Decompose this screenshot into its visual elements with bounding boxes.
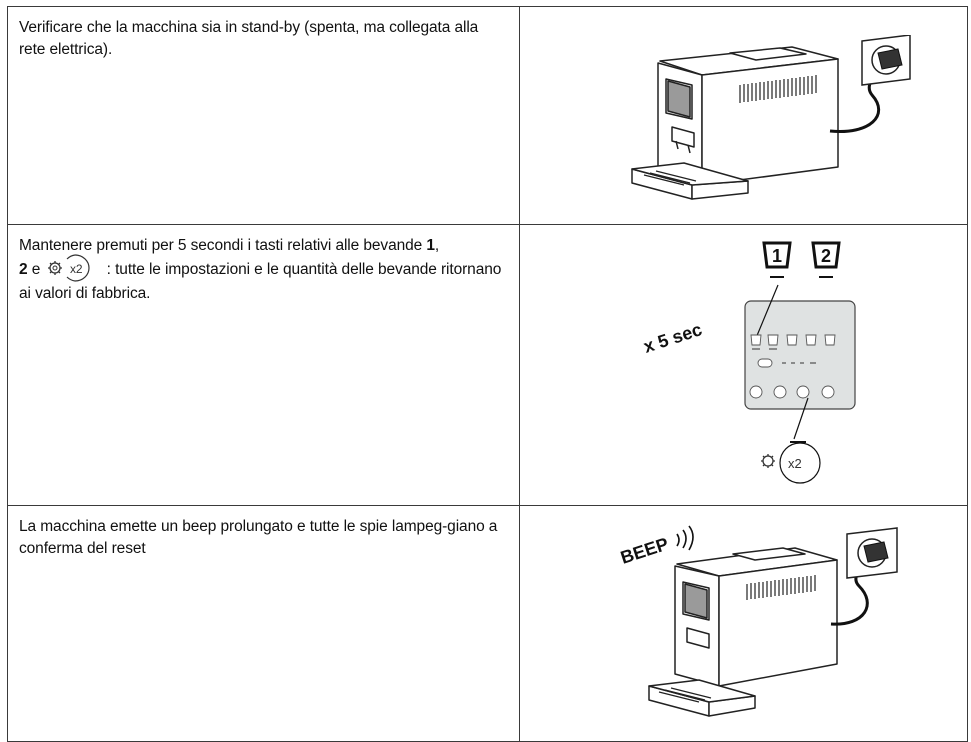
step-2-text: Mantenere premuti per 5 secondi i tasti … (7, 224, 520, 506)
coffee-machine-plugged-in-icon (631, 35, 911, 200)
step-row-1: Verificare che la macchina sia in stand-… (7, 6, 968, 225)
step-3-text: La macchina emette un beep prolungato e … (7, 505, 520, 742)
step-1-text: Verificare che la macchina sia in stand-… (7, 6, 520, 225)
coffee-machine-beep-icon: BEEP (618, 525, 898, 717)
beep-label: BEEP (618, 534, 671, 568)
step-2-sep-2: e (27, 261, 45, 279)
control-panel-diagram-icon: 1 2 (641, 241, 856, 484)
step-2-sep-1: , (434, 237, 440, 254)
step-3-illustration: BEEP (519, 505, 968, 742)
gear-x2-button-icon: x2 (45, 253, 101, 283)
step-2-illustration: 1 2 (519, 224, 968, 506)
key-1-label: 1 (772, 246, 782, 266)
step-1-illustration (519, 6, 968, 225)
zoom-button-label: x2 (788, 456, 802, 471)
step-2-num-1: 1 (426, 237, 435, 254)
instruction-page: Verificare che la macchina sia in stand-… (7, 6, 968, 742)
inline-button-label: x2 (70, 262, 83, 276)
step-2-num-2: 2 (19, 261, 28, 279)
duration-label: x 5 sec (641, 319, 704, 357)
step-2-text-after: : tutte le impostazioni e le quantità de… (19, 261, 502, 302)
step-row-3: La macchina emette un beep prolungato e … (7, 505, 968, 742)
key-2-label: 2 (821, 246, 831, 266)
steps-table: Verificare che la macchina sia in stand-… (7, 6, 968, 742)
step-2-text-before: Mantenere premuti per 5 secondi i tasti … (19, 237, 427, 254)
step-row-2: Mantenere premuti per 5 secondi i tasti … (7, 224, 968, 506)
